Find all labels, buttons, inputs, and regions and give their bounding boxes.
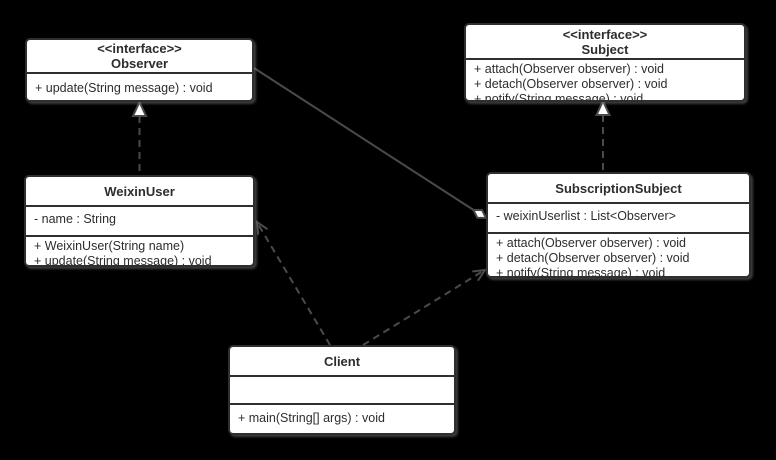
class-name: Observer [110, 56, 169, 71]
class-title-compartment: <<interface>> Subject [466, 25, 744, 58]
attributes-compartment [230, 375, 454, 403]
methods-compartment: + WeixinUser(String name) + update(Strin… [26, 235, 253, 265]
class-name: SubscriptionSubject [555, 180, 682, 196]
class-name: Client [323, 353, 361, 369]
class-title-compartment: SubscriptionSubject [488, 174, 749, 202]
attribute-row: - name : String [34, 212, 116, 226]
open-arrowhead-icon [255, 219, 268, 235]
hollow-diamond-icon [471, 208, 488, 220]
method-row: + update(String message) : void [35, 80, 213, 95]
method-row: + WeixinUser(String name) [34, 239, 185, 253]
methods-compartment: + main(String[] args) : void [230, 403, 454, 431]
class-box-client[interactable]: Client + main(String[] args) : void [228, 345, 456, 435]
attributes-compartment: - weixinUserlist : List<Observer> [488, 202, 749, 232]
methods-compartment: + attach(Observer observer) : void + det… [466, 58, 744, 102]
class-box-subject[interactable]: <<interface>> Subject + attach(Observer … [464, 23, 746, 102]
class-name: WeixinUser [104, 183, 175, 199]
class-name: Subject [581, 41, 629, 57]
method-row: + detach(Observer observer) : void [474, 77, 668, 91]
realization-arrow-subscriptionsubject-to-subject [594, 98, 612, 172]
method-row: + notify(String message) : void [496, 266, 666, 276]
aggregation-link-observer-to-subscriptionsubject [253, 67, 488, 220]
class-title-compartment: <<interface>> Observer [27, 40, 252, 72]
class-title-compartment: WeixinUser [26, 177, 253, 205]
hollow-triangle-arrowhead-icon [594, 98, 612, 116]
method-row: + attach(Observer observer) : void [496, 236, 687, 250]
class-title-compartment: Client [230, 347, 454, 375]
dependency-arrow-client-to-weixinuser [255, 219, 331, 346]
attributes-compartment: - name : String [26, 205, 253, 235]
open-arrowhead-icon [472, 268, 488, 281]
methods-compartment: + attach(Observer observer) : void + det… [488, 232, 749, 276]
dependency-arrow-client-to-subscriptionsubject [362, 268, 488, 346]
method-row: + notify(String message) : void [474, 92, 644, 102]
methods-compartment: + update(String message) : void [27, 72, 252, 100]
method-row: + attach(Observer observer) : void [474, 62, 665, 76]
method-row: + main(String[] args) : void [238, 410, 385, 425]
stereotype-label: <<interface>> [97, 41, 182, 56]
class-box-observer[interactable]: <<interface>> Observer + update(String m… [25, 38, 254, 102]
attribute-row: - weixinUserlist : List<Observer> [496, 209, 676, 223]
stereotype-label: <<interface>> [562, 26, 648, 42]
hollow-triangle-arrowhead-icon [131, 99, 148, 117]
class-box-weixinuser[interactable]: WeixinUser - name : String + WeixinUser(… [24, 175, 255, 267]
method-row: + detach(Observer observer) : void [496, 251, 690, 265]
realization-arrow-weixinuser-to-observer [131, 99, 148, 175]
class-box-subscriptionsubject[interactable]: SubscriptionSubject - weixinUserlist : L… [486, 172, 751, 278]
method-row: + update(String message) : void [34, 254, 212, 265]
